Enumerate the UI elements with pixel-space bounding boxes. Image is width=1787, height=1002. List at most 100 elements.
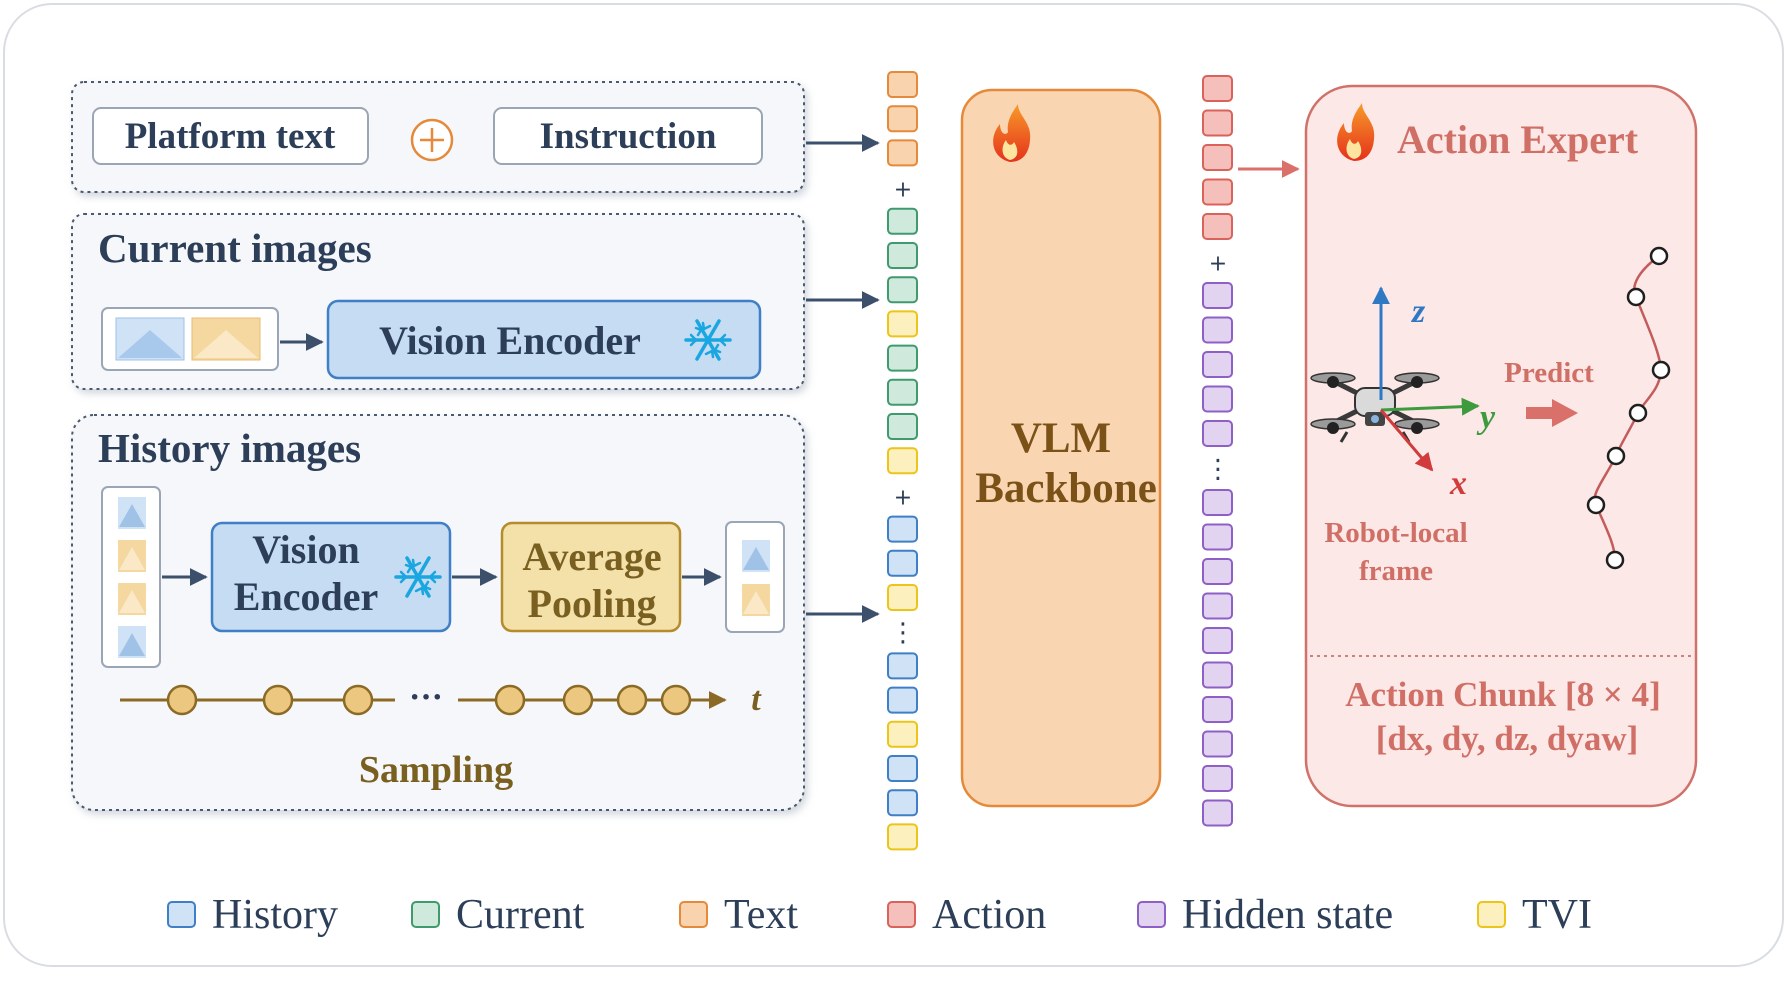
history-vision-encoder-line1: Vision xyxy=(252,527,359,572)
robot-local-frame-line1: Robot-local xyxy=(1324,517,1467,549)
token-hidden xyxy=(1202,351,1233,378)
sample-dot xyxy=(262,684,294,716)
trajectory-point xyxy=(1651,360,1671,380)
history-image-icon-2 xyxy=(118,540,146,572)
token-history xyxy=(887,652,918,680)
sample-dot xyxy=(166,684,198,716)
timeline-ellipsis: ··· xyxy=(409,679,443,716)
token-hidden xyxy=(1202,696,1233,723)
history-vision-encoder-line2: Encoder xyxy=(234,574,378,619)
token-current xyxy=(887,207,918,235)
token-history xyxy=(887,686,918,714)
instruction-box xyxy=(493,107,763,165)
token-action xyxy=(1202,75,1233,102)
trajectory-point xyxy=(1626,287,1646,307)
token-history xyxy=(887,755,918,782)
drone-icon xyxy=(1310,372,1440,443)
input-token-column: ++⋮ xyxy=(887,71,918,851)
token-tvi xyxy=(887,584,918,611)
fire-icon xyxy=(1337,103,1375,161)
token-action xyxy=(1202,109,1233,137)
action-chunk-line2: [dx, dy, dz, dyaw] xyxy=(1376,719,1639,758)
token-hidden xyxy=(1202,282,1233,309)
token-history xyxy=(887,515,918,543)
token-hidden xyxy=(1202,799,1233,827)
token-action xyxy=(1202,144,1233,171)
token-hidden xyxy=(1202,592,1233,620)
token-hidden xyxy=(1202,765,1233,792)
predict-label: Predict xyxy=(1504,357,1594,389)
trajectory-point xyxy=(1605,550,1625,570)
token-hidden xyxy=(1202,730,1233,758)
token-separator-plus: + xyxy=(894,178,912,203)
sampling-timeline: ··· t xyxy=(120,679,762,718)
legend-label-history: History xyxy=(212,892,338,938)
token-tvi xyxy=(887,310,918,338)
text-input-panel: Platform text Instruction xyxy=(71,81,805,193)
token-text xyxy=(887,139,918,167)
history-image-icon-4 xyxy=(118,626,146,658)
token-current xyxy=(887,378,918,406)
history-images-stack xyxy=(101,486,161,668)
token-hidden xyxy=(1202,558,1233,585)
token-text xyxy=(887,71,918,98)
platform-text-box xyxy=(92,107,369,165)
trajectory-point xyxy=(1586,495,1606,515)
average-pooling-box xyxy=(500,521,682,633)
token-current xyxy=(887,276,918,304)
token-history xyxy=(887,549,918,577)
legend-label-current: Current xyxy=(456,892,585,938)
legend-label-hidden: Hidden state xyxy=(1182,892,1393,938)
token-hidden xyxy=(1202,627,1233,654)
history-images-title: History images xyxy=(98,425,361,471)
action-chunk-line1: Action Chunk [8 × 4] xyxy=(1345,675,1661,714)
legend-label-text: Text xyxy=(724,892,798,938)
token-current xyxy=(887,413,918,440)
sampling-label: Sampling xyxy=(359,749,513,791)
token-tvi xyxy=(887,447,918,475)
instruction-label: Instruction xyxy=(540,116,717,157)
concat-plus-icon xyxy=(410,118,454,162)
average-pooling-line1: Average xyxy=(522,534,661,579)
y-axis-arrow xyxy=(1380,397,1480,416)
z-axis-label: z xyxy=(1411,293,1426,330)
current-vision-encoder-box xyxy=(326,299,762,380)
current-vision-encoder-label: Vision Encoder xyxy=(379,318,641,363)
x-axis-arrow xyxy=(1379,409,1434,472)
vlm-backbone-line1: VLM xyxy=(1011,415,1111,462)
trajectory-point xyxy=(1628,403,1648,423)
predict-arrow xyxy=(1526,399,1578,427)
sample-dot xyxy=(616,684,648,716)
token-ellipsis: ⋮ xyxy=(1205,455,1231,485)
vlm-backbone: VLM Backbone xyxy=(960,88,1162,808)
token-separator-plus: + xyxy=(894,485,912,510)
legend-swatch-tvi xyxy=(1477,901,1506,928)
token-action xyxy=(1202,213,1233,240)
token-current xyxy=(887,344,918,372)
token-tvi xyxy=(887,823,918,851)
token-history xyxy=(887,789,918,817)
token-tvi xyxy=(887,720,918,748)
robot-local-frame-line2: frame xyxy=(1359,555,1433,587)
token-hidden xyxy=(1202,316,1233,344)
legend-label-tvi: TVI xyxy=(1522,892,1592,938)
legend: History Current Text Action Hidden state TVI xyxy=(167,892,1592,938)
snowflake-icon xyxy=(394,556,442,598)
trajectory-point xyxy=(1649,246,1669,266)
legend-swatch-hidden xyxy=(1137,901,1166,928)
sample-dot xyxy=(562,684,594,716)
sample-dot xyxy=(342,684,374,716)
legend-swatch-history xyxy=(167,901,196,928)
legend-swatch-text xyxy=(679,901,708,928)
sample-dot xyxy=(660,684,692,716)
current-image-icon-blue xyxy=(115,317,185,361)
legend-label-action: Action xyxy=(932,892,1046,938)
legend-swatch-action xyxy=(887,901,916,928)
timeline-axis-label: t xyxy=(751,681,762,718)
pooled-image-icon-2 xyxy=(742,584,770,616)
token-action xyxy=(1202,178,1233,206)
action-expert-title: Action Expert xyxy=(1397,117,1639,162)
sample-dot xyxy=(494,684,526,716)
token-separator-plus: + xyxy=(1209,252,1227,277)
